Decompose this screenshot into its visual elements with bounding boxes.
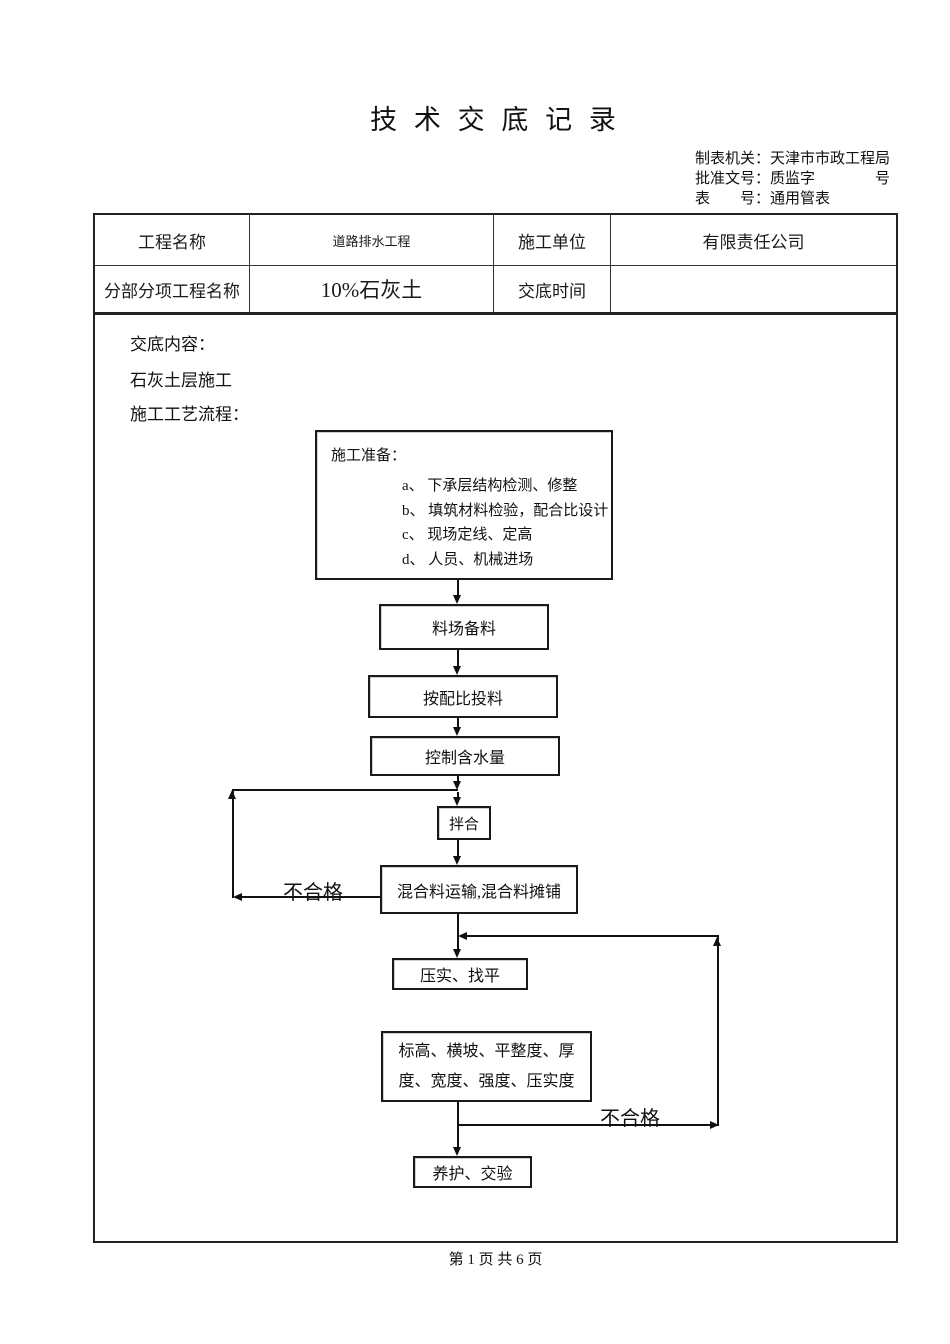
prep-item-c: c、 现场定线、定高 bbox=[402, 527, 533, 543]
meta-approval-number: 批准文号：质监字 号 bbox=[695, 171, 891, 187]
arrowhead-up-right-feedback bbox=[713, 937, 721, 946]
info-table: 工程名称 道路排水工程 施工单位 有限责任公司 分部分项工程名称 10%石灰土 … bbox=[93, 213, 898, 314]
flow-box-stockpile: 料场备料 bbox=[379, 604, 549, 650]
project-name-value: 道路排水工程 bbox=[250, 215, 494, 266]
process-flow-heading: 施工工艺流程： bbox=[130, 405, 249, 424]
connector-prep-to-stockpile bbox=[457, 580, 459, 596]
page-title: 技 术 交 底 记 录 bbox=[370, 105, 621, 135]
arrowhead-right-feedback bbox=[710, 1121, 719, 1129]
flow-box-mixing: 拌合 bbox=[437, 806, 491, 840]
construction-unit-label: 施工单位 bbox=[494, 215, 611, 266]
connector-fail-left-top bbox=[232, 789, 458, 791]
connector-fail-left-bottom bbox=[242, 896, 380, 898]
subdivision-name-label: 分部分项工程名称 bbox=[95, 266, 250, 312]
connector-fail-right-top bbox=[467, 935, 719, 937]
arrowhead-down-dosing bbox=[453, 666, 461, 675]
arrowhead-left-feedback bbox=[233, 893, 242, 901]
subject-text: 石灰土层施工 bbox=[130, 371, 232, 390]
prep-item-a: a、 下承层结构检测、修整 bbox=[402, 478, 578, 494]
connector-fail-right-bottom bbox=[457, 1124, 710, 1126]
connector-moisture-to-junction bbox=[457, 776, 459, 782]
meta-issuing-authority: 制表机关：天津市市政工程局 bbox=[695, 151, 891, 167]
flow-box-dosing: 按配比投料 bbox=[368, 675, 558, 718]
arrowhead-down-transport bbox=[453, 856, 461, 865]
flow-box-curing-acceptance: 养护、交验 bbox=[413, 1156, 532, 1188]
flow-box-transport-paving: 混合料运输,混合料摊铺 bbox=[380, 865, 578, 914]
connector-stockpile-to-dosing bbox=[457, 650, 459, 667]
fail-label-right: 不合格 bbox=[600, 1108, 660, 1130]
arrowhead-down-mixing bbox=[453, 797, 461, 806]
connector-junction-to-mixing bbox=[457, 792, 459, 798]
page-footer: 第 1 页 共 6 页 bbox=[448, 1252, 543, 1268]
flow-box-inspection: 标高、横坡、平整度、厚度、宽度、强度、压实度 bbox=[381, 1031, 592, 1102]
arrowhead-down-compaction bbox=[453, 949, 461, 958]
connector-dosing-to-moisture bbox=[457, 718, 459, 728]
arrowhead-down-stockpile bbox=[453, 595, 461, 604]
meta-form-number: 表 号：通用管表 bbox=[695, 191, 831, 207]
connector-fail-left-vertical bbox=[232, 790, 234, 898]
meta-block: 制表机关：天津市市政工程局 批准文号：质监字 号 表 号：通用管表 bbox=[695, 149, 905, 209]
disclosure-time-label: 交底时间 bbox=[494, 266, 611, 312]
connector-transport-to-compaction bbox=[457, 914, 459, 949]
flow-box-compaction-leveling: 压实、找平 bbox=[392, 958, 528, 990]
disclosure-time-value bbox=[611, 266, 896, 312]
flow-box-preparation: 施工准备： a、 下承层结构检测、修整 b、 填筑材料检验，配合比设计 c、 现… bbox=[315, 430, 613, 580]
subdivision-name-value: 10%石灰土 bbox=[250, 266, 494, 312]
connector-fail-right-vertical bbox=[717, 937, 719, 1126]
connector-mixing-to-transport bbox=[457, 840, 459, 856]
construction-unit-value: 有限责任公司 bbox=[611, 215, 896, 266]
prep-item-d: d、 人员、机械进场 bbox=[402, 551, 534, 568]
arrowhead-left-compaction-return bbox=[458, 932, 467, 940]
fail-label-left: 不合格 bbox=[283, 882, 343, 904]
arrowhead-down-curing bbox=[453, 1147, 461, 1156]
arrowhead-up-left-feedback bbox=[228, 790, 236, 799]
arrowhead-down-junction-left bbox=[453, 781, 461, 790]
disclosure-content-heading: 交底内容： bbox=[130, 335, 215, 354]
flow-box-moisture-control: 控制含水量 bbox=[370, 736, 560, 776]
project-name-label: 工程名称 bbox=[95, 215, 250, 266]
arrowhead-down-moisture bbox=[453, 727, 461, 736]
prep-title: 施工准备： bbox=[331, 448, 407, 464]
prep-item-b: b、 填筑材料检验，配合比设计 bbox=[402, 502, 609, 519]
prep-item-list: a、 下承层结构检测、修整 b、 填筑材料检验，配合比设计 c、 现场定线、定高… bbox=[402, 474, 611, 572]
